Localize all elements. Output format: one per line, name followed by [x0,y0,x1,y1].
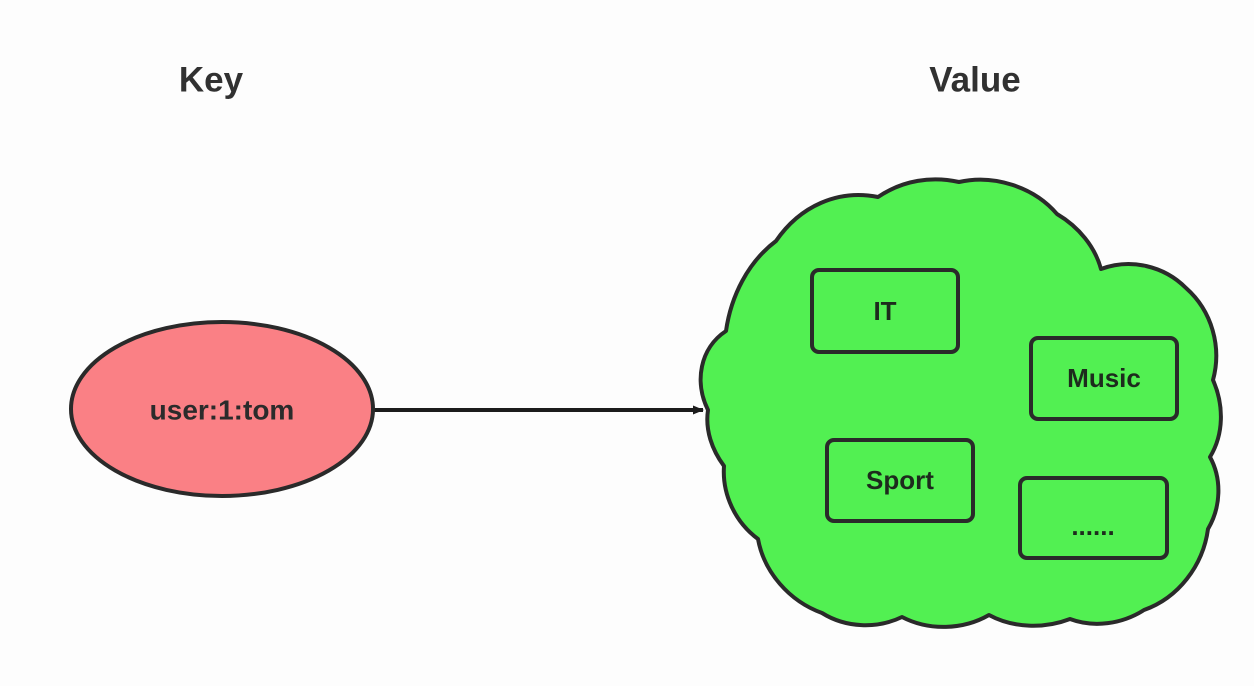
value-cloud[interactable]: IT Music Sport ...... [698,177,1223,629]
value-item-sport-box [825,438,975,523]
value-item-more-label: ...... [1071,511,1114,541]
value-item-sport[interactable]: Sport [825,438,975,523]
value-item-more[interactable]: ...... [1018,476,1169,560]
value-item-it[interactable]: IT [810,268,960,354]
key-column-heading: Key [179,60,244,99]
key-node-label: user:1:tom [150,394,295,425]
value-item-music-label: Music [1067,363,1141,393]
value-item-music[interactable]: Music [1029,336,1179,421]
value-column-heading: Value [929,60,1020,99]
value-item-more-box [1018,476,1169,560]
key-node-ellipse [69,320,375,498]
value-item-it-label: IT [873,296,896,326]
key-node[interactable]: user:1:tom [69,320,375,498]
value-item-music-box [1029,336,1179,421]
value-item-it-box [810,268,960,354]
value-item-sport-label: Sport [866,465,934,495]
